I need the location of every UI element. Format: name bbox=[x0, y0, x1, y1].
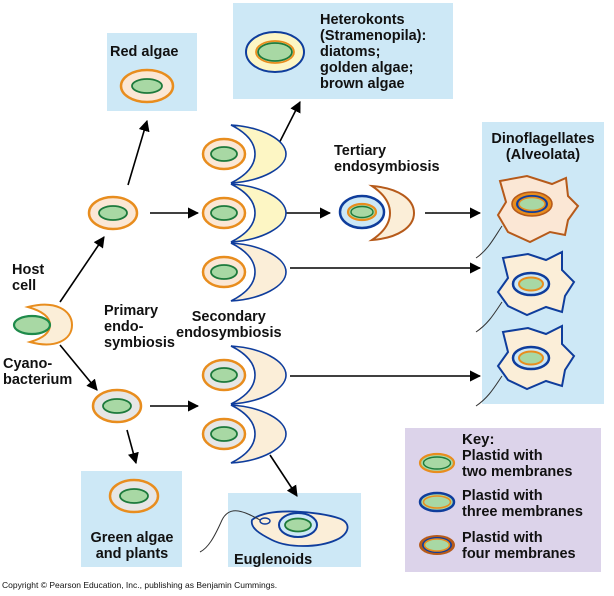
secondary-cell-2 bbox=[201, 183, 287, 243]
arrow-to-red-algae bbox=[127, 119, 150, 186]
heterokonts-label: Heterokonts (Stramenopila): diatoms; gol… bbox=[320, 12, 427, 92]
green-algae-cell bbox=[108, 478, 160, 514]
red-algae-label: Red algae bbox=[110, 44, 179, 60]
primary-green-cell bbox=[91, 388, 143, 424]
arrow-to-euglenoids bbox=[269, 454, 298, 497]
arrows bbox=[59, 101, 482, 497]
dinoflagellates-label: Dinoflagellates (Alveolata) bbox=[491, 131, 595, 163]
primary-endosymbiosis-label: Primary endo- symbiosis bbox=[104, 303, 175, 351]
key-title: Key: bbox=[462, 431, 495, 448]
tertiary-cell bbox=[338, 184, 416, 242]
secondary-cell-5 bbox=[201, 404, 287, 464]
dinoflagellate-1 bbox=[475, 174, 580, 259]
arrow-to-green-algae bbox=[126, 429, 139, 465]
heterokont-cell bbox=[245, 31, 305, 73]
key-symbol-three-membranes bbox=[418, 491, 456, 513]
secondary-cell-1 bbox=[201, 124, 287, 184]
host-cell bbox=[12, 303, 74, 346]
tertiary-endosymbiosis-label: Tertiary endosymbiosis bbox=[334, 143, 440, 175]
primary-red-cell bbox=[87, 195, 139, 231]
dinoflagellate-3 bbox=[475, 324, 576, 407]
cyanobacterium-label: Cyano- bacterium bbox=[3, 356, 73, 388]
secondary-cell-3 bbox=[201, 242, 287, 302]
green-algae-label: Green algae and plants bbox=[90, 530, 174, 562]
copyright-text: Copyright © Pearson Education, Inc., pub… bbox=[2, 580, 278, 590]
key-four-membranes-label: Plastid with four membranes bbox=[462, 530, 576, 562]
key-three-membranes-label: Plastid with three membranes bbox=[462, 488, 583, 520]
secondary-endosymbiosis-label: Secondary endosymbiosis bbox=[176, 309, 282, 341]
euglenoid-cell bbox=[199, 510, 349, 553]
euglenoids-label: Euglenoids bbox=[234, 552, 313, 568]
key-two-membranes-label: Plastid with two membranes bbox=[462, 448, 573, 480]
cyanobacterium-cell bbox=[12, 314, 52, 336]
arrow-to-red-lineage bbox=[59, 236, 105, 303]
host-cell-label: Host cell bbox=[12, 262, 45, 294]
key-symbol-two-membranes bbox=[418, 452, 456, 474]
secondary-cell-4 bbox=[201, 345, 287, 405]
dinoflagellate-2 bbox=[475, 250, 576, 333]
arrow-to-green-lineage bbox=[59, 344, 98, 391]
red-algae-cell bbox=[119, 68, 175, 104]
key-symbol-four-membranes bbox=[419, 535, 455, 555]
